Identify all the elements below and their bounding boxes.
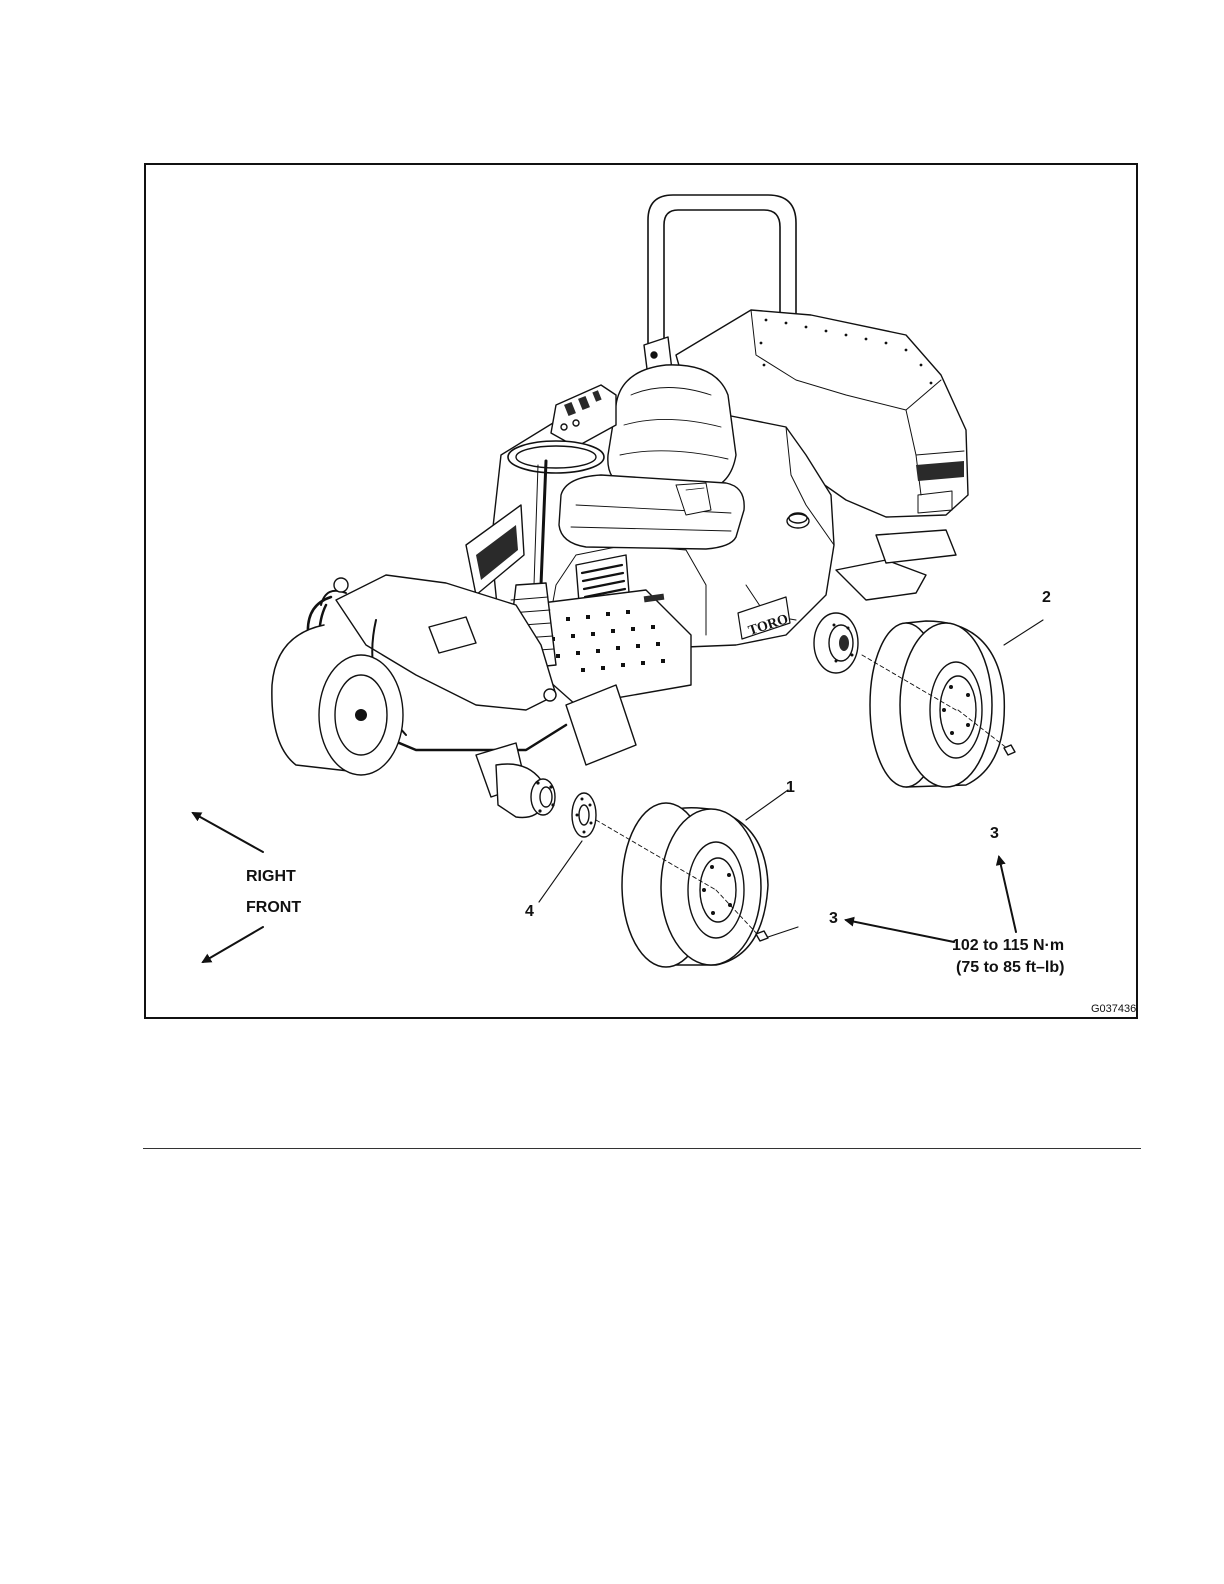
hub-spacer-plate xyxy=(572,793,596,837)
rear-wheel-hub xyxy=(814,613,858,673)
rear-deck-linkage xyxy=(836,530,956,600)
mower-wheel-installation-illustration: TORO xyxy=(146,165,1136,1017)
fuel-cap xyxy=(787,513,809,528)
rear-wheel xyxy=(862,621,1004,787)
section-divider xyxy=(143,1148,1141,1149)
figure-id: G037436 xyxy=(1091,1003,1136,1015)
direction-label-right: RIGHT xyxy=(246,868,296,886)
callout-number: 2 xyxy=(1042,589,1051,607)
torque-spec-imperial: (75 to 85 ft–lb) xyxy=(956,959,1064,977)
direction-arrows xyxy=(193,813,263,962)
callout-number: 4 xyxy=(525,903,534,921)
torque-arrow-lines xyxy=(846,857,1016,942)
callout-number: 3 xyxy=(990,825,999,843)
front-drive-assembly xyxy=(476,743,555,818)
direction-label-front: FRONT xyxy=(246,899,301,917)
callout-number: 3 xyxy=(829,910,838,928)
torque-spec-metric: 102 to 115 N·m xyxy=(952,937,1064,955)
callout-number: 1 xyxy=(786,779,795,797)
figure-frame: TORO xyxy=(144,163,1138,1019)
removed-front-wheel xyxy=(596,803,768,967)
